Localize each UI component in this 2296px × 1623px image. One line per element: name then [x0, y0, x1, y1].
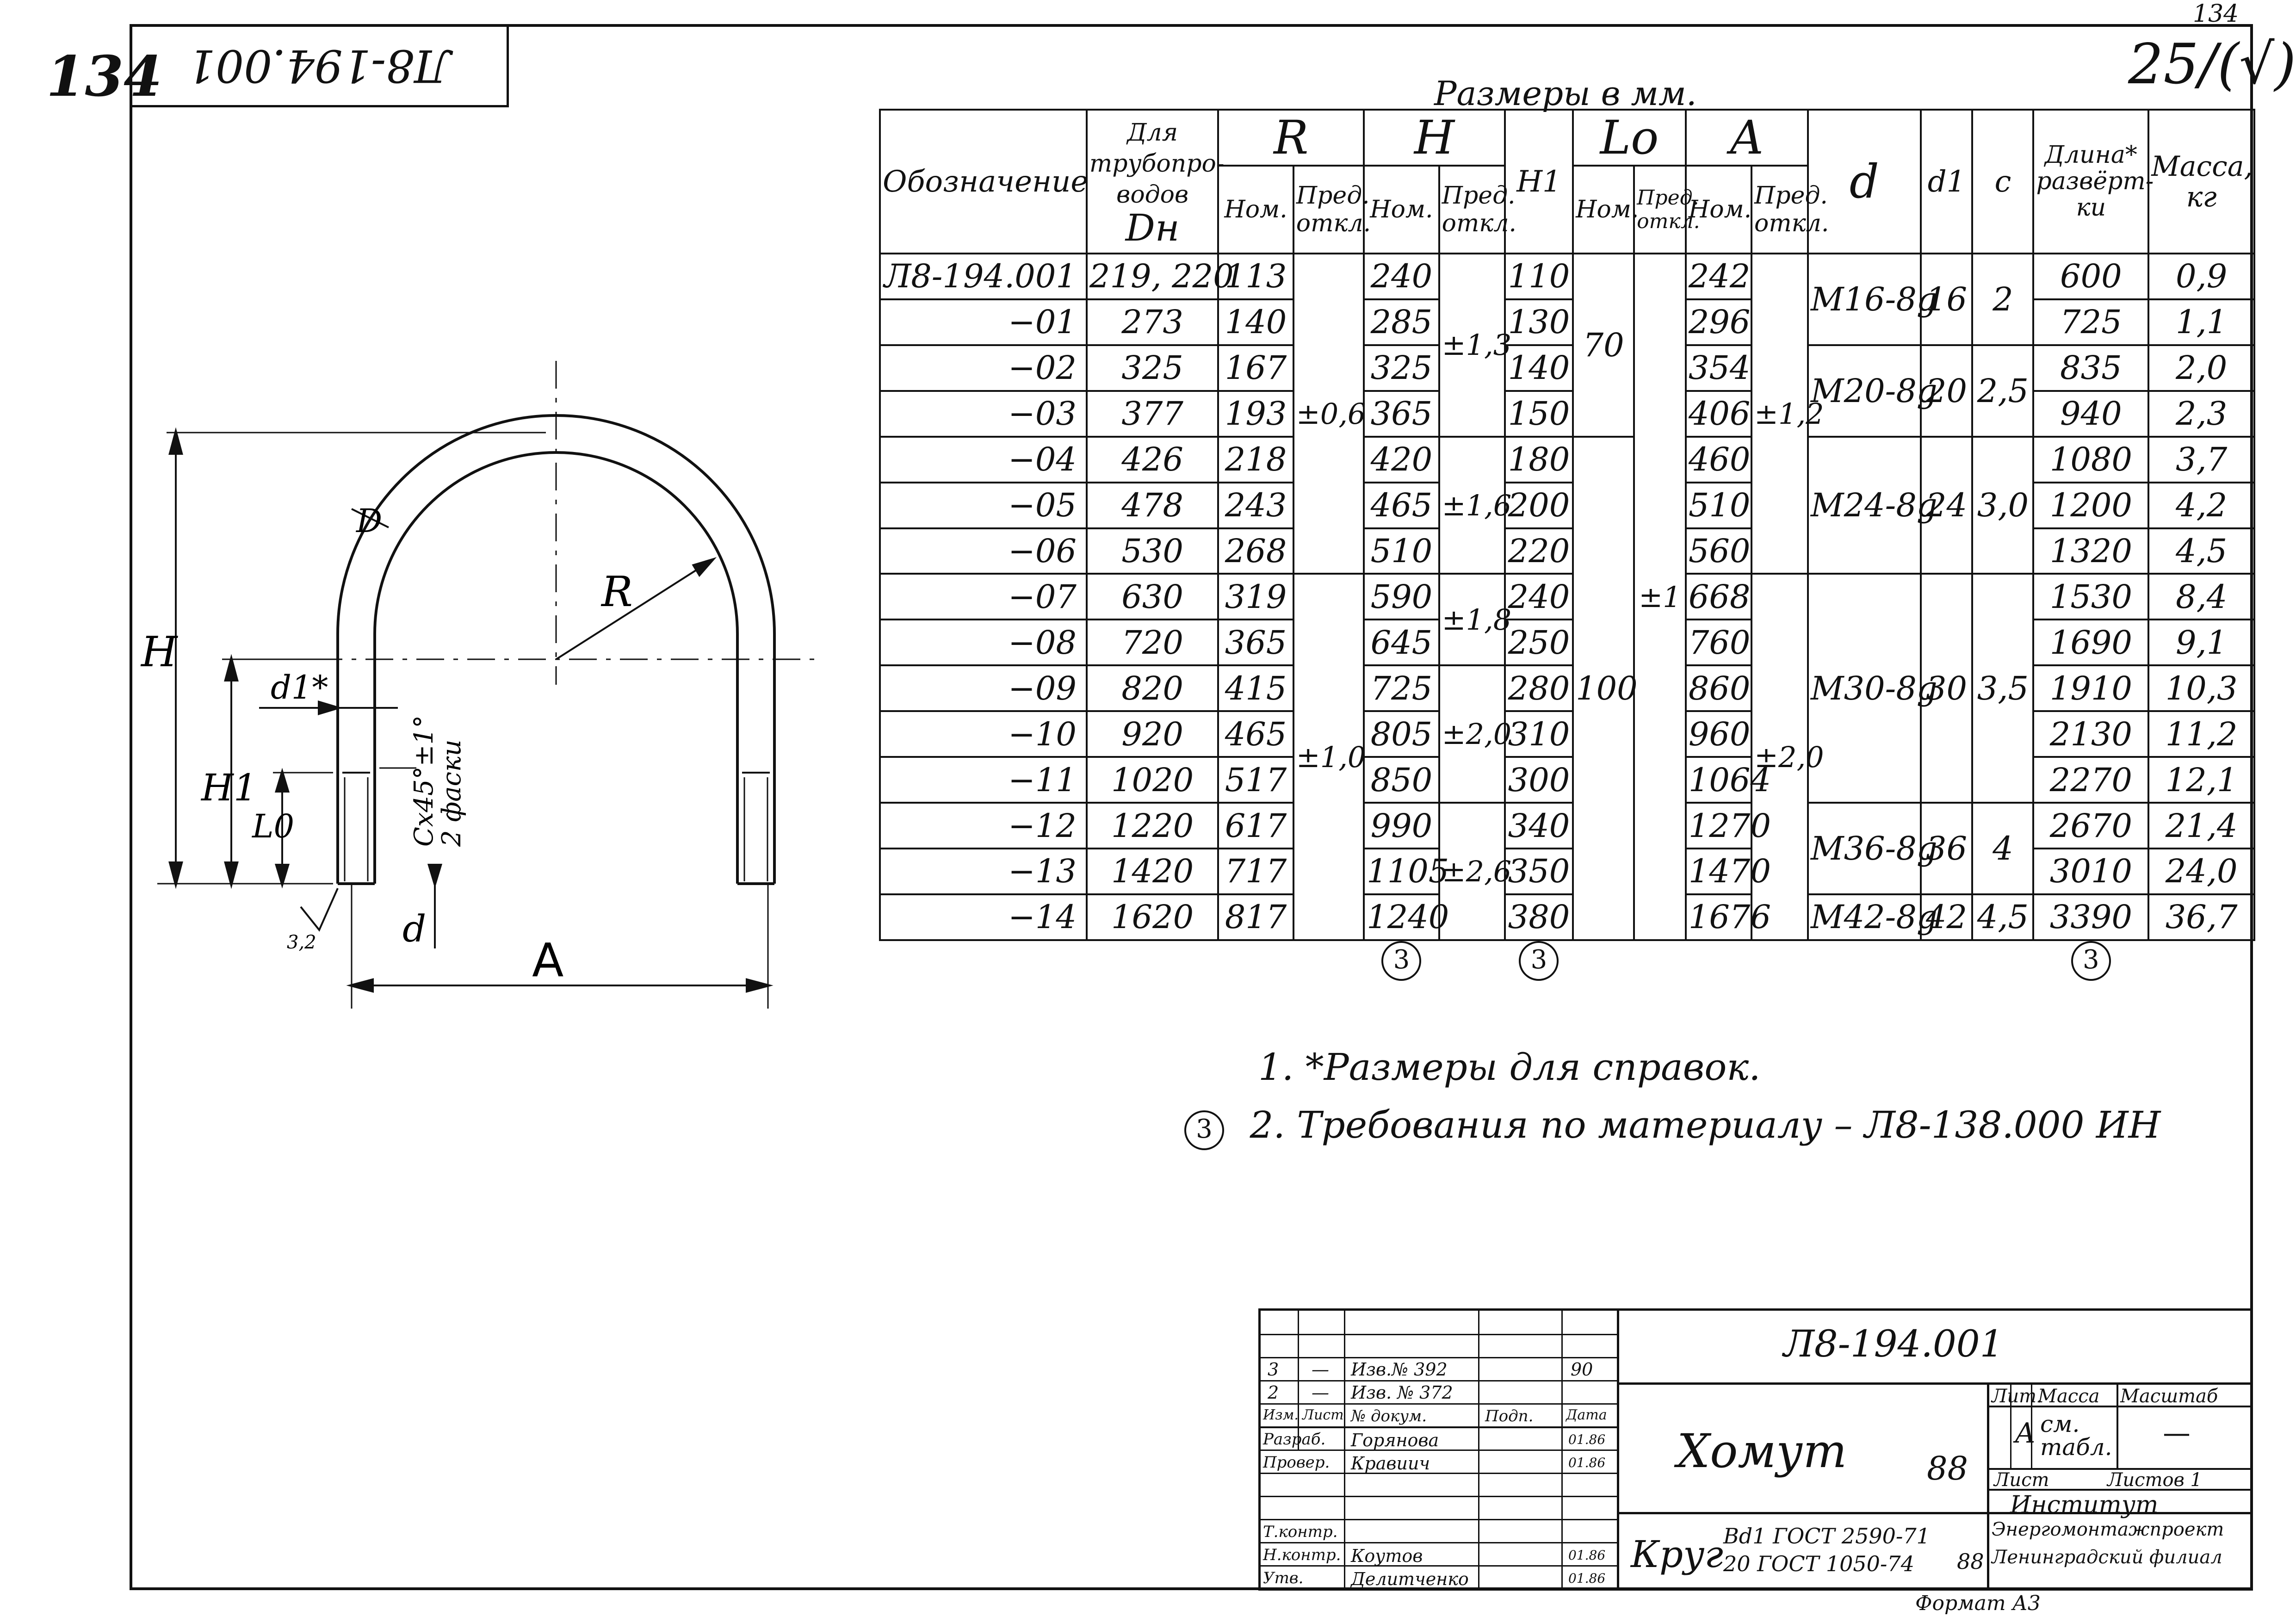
- footnote-mark-h1: 3: [1505, 940, 1573, 981]
- label-h1: H1: [200, 766, 257, 809]
- table-row: −02 325 167 325 140 354 М20-8g 20 2,5 83…: [879, 344, 2255, 438]
- header-designation: Обозначение: [879, 109, 1088, 254]
- table-row: −07 630 319 ±1,0 590 ±1,8 240 668 ±2,0 М…: [879, 573, 2255, 941]
- header-h-tol: Пред. откл.: [1438, 165, 1516, 254]
- header-r-tol: Пред. откл.: [1292, 165, 1371, 254]
- label-a: A: [532, 933, 563, 987]
- table-row: −14 1620 817 1240 380 1676 М42-8g 42 4,5…: [879, 893, 2255, 942]
- label-d1: d1*: [271, 669, 328, 706]
- u-bolt-drawing: H H1 L0 d1* D R A d 3,2 Сх45°±1° 2 фаски: [140, 361, 814, 1009]
- footnote-mark-length: 3: [2033, 940, 2148, 981]
- sheet-number-right: 134: [2193, 0, 2239, 28]
- table-row: −09 820 415 725 ±2,0 280 860 1910 10,3: [879, 664, 2255, 804]
- part-title: Хомут: [1677, 1424, 1847, 1478]
- sheet-number-left: 134: [46, 44, 162, 109]
- material-line-2: 20 ГОСТ 1050-74: [1723, 1551, 1914, 1576]
- table-row: −10 920 465 805 310 960 2130 11,2: [879, 710, 2255, 758]
- note-1: 1. *Размеры для справок.: [1258, 1046, 1761, 1089]
- label-l0: L0: [251, 807, 294, 845]
- dimensions-caption: Размеры в мм.: [1434, 74, 1697, 113]
- material-prefix: Круг: [1631, 1533, 1723, 1576]
- header-h1: H1: [1504, 109, 1574, 254]
- label-d: d: [402, 907, 426, 950]
- format-label: Формат А3: [1915, 1592, 2041, 1615]
- table-row: −11 1020 517 850 300 1064 2270 12,1: [879, 756, 2255, 804]
- header-h-nom: Ном.: [1363, 165, 1440, 254]
- note-revision-mark: 3: [1184, 1110, 1224, 1150]
- table-row: Л8-194.001 219, 220 113 ±0,6 240 ±1,3 11…: [879, 252, 2255, 941]
- table-row: −13 1420 717 1105 350 1470 3010 24,0: [879, 847, 2255, 895]
- l0-tolerance: ±1: [1633, 253, 1687, 941]
- label-chamfer-count: 2 фаски: [437, 739, 467, 847]
- label-chamfer: Сх45°±1°: [409, 715, 439, 847]
- header-mass: Масса, кг: [2147, 109, 2255, 254]
- header-d1: d1: [1919, 109, 1974, 254]
- table-row: −05 478 243 465 200 510 1200 4,2: [879, 481, 2255, 529]
- table-row: −01 273 140 285 130 296 725 1,1: [879, 298, 2255, 346]
- roughness-symbol: 25/(√): [2128, 32, 2296, 97]
- r-tolerance-group-1: ±0,6: [1292, 252, 1366, 575]
- note-2: 2. Требования по материалу – Л8-138.000 …: [1250, 1103, 2161, 1146]
- header-h: H: [1363, 109, 1506, 167]
- table-row: −04 426 218 420 ±1,6 180 100 460 М24-8g …: [879, 435, 2255, 942]
- header-a-nom: Ном.: [1684, 165, 1753, 254]
- footnote-mark-h: 3: [1364, 940, 1439, 981]
- table-row: −08 720 365 645 250 760 1690 9,1: [879, 619, 2255, 667]
- note-2-row: 3 2. Требования по материалу – Л8-138.00…: [1184, 1103, 2160, 1150]
- label-h: H: [140, 628, 178, 676]
- label-roughness: 3,2: [287, 932, 316, 953]
- table-row: −06 530 268 510 220 560 1320 4,5: [879, 527, 2255, 575]
- header-a-tol: Пред. откл.: [1751, 165, 1829, 254]
- header-length: Длина* развёрт- ки: [2032, 109, 2154, 254]
- rotated-designation-stamp: Л8-194.001: [130, 24, 509, 107]
- header-r: R: [1217, 109, 1365, 167]
- header-a: A: [1684, 109, 1809, 167]
- r-tolerance-group-2: ±1,0: [1292, 573, 1366, 941]
- table-row: −03 377 193 365 150 406 940 2,3: [879, 390, 2255, 438]
- header-l0-nom: Ном.: [1572, 165, 1639, 254]
- document-number: Л8-194.001: [1783, 1322, 2004, 1365]
- header-d: d: [1807, 109, 1922, 254]
- header-l0-tol: Пред. откл.: [1633, 165, 1700, 254]
- material-line-1: Bd1 ГОСТ 2590-71: [1723, 1524, 1930, 1549]
- label-r: R: [600, 568, 633, 616]
- header-c: c: [1971, 109, 2035, 254]
- label-diameter: D: [355, 502, 382, 540]
- header-l0: Lo: [1572, 109, 1687, 167]
- table-row: −12 1220 617 990 ±2,6 340 1270 М36-8g 36…: [879, 802, 2255, 941]
- title-block: 3 — Изв.№ 392 90 2 — Изв. № 372 Изм. Лис…: [1258, 1308, 2253, 1591]
- header-r-nom: Ном.: [1217, 165, 1294, 254]
